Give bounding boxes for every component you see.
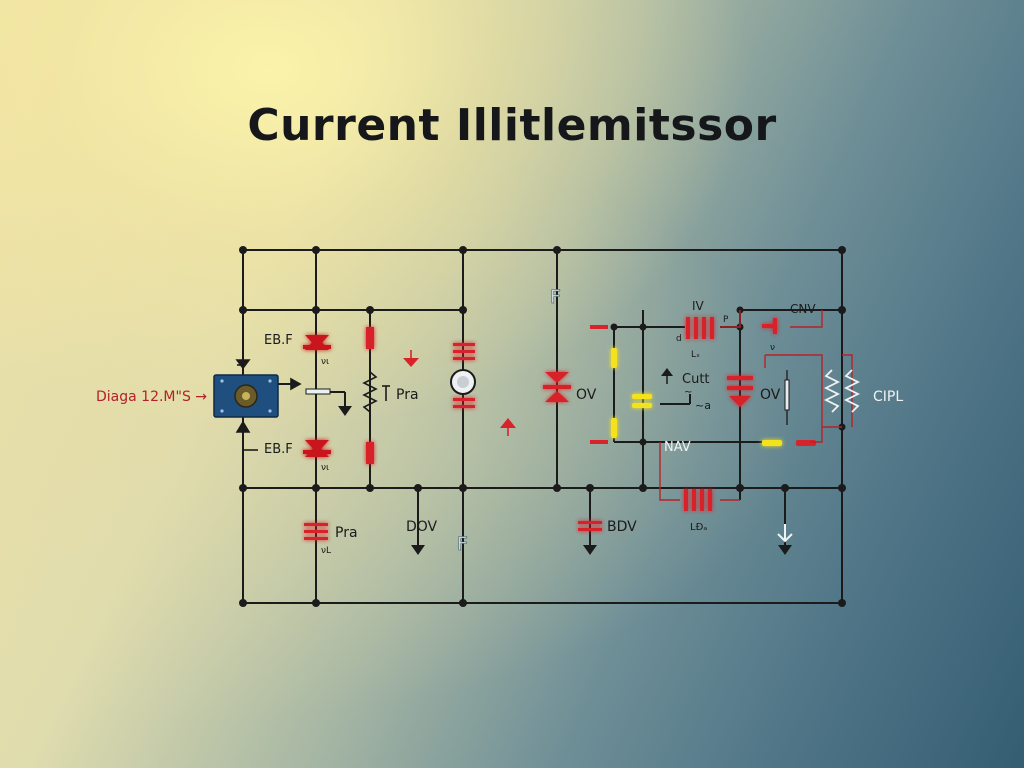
ebf-bottom-label: EB.F [264,442,293,457]
ov-left-label: OV [576,387,597,403]
ov-right-label: OV [760,387,781,403]
up-arrow-cutt [661,368,673,376]
main-wires [242,249,843,604]
vi-label-a: νι [321,357,329,367]
source-label: Diaga 12.M"S → [96,389,207,405]
red-down-arrow [403,358,419,367]
yellow-markers [611,348,782,446]
source-chip [213,374,279,418]
iv-battery [686,317,714,339]
nav-label: NAV [664,440,691,455]
cutt-sub2: ~ [684,387,692,398]
cutt-sub: ~a [695,399,711,412]
pra-low-label: Pra [335,525,358,541]
f-bottom-label: F [457,533,468,555]
dov-arrow [411,545,425,555]
battery-740 [727,376,753,407]
vl-label: νL [321,546,331,556]
small-d-label: d [676,334,682,344]
vi-label-b: νι [321,463,329,473]
ln-label: ıₙ [688,544,689,546]
lamp-bulb [450,369,476,395]
small-v-label: ν [770,343,775,353]
resistor-370 [362,327,378,464]
f-top-label: F [550,286,561,308]
dov-label: DOV [406,519,438,535]
capacitor-stack-463 [453,343,475,408]
ground-symbol [777,524,793,543]
bdv-arrow [583,545,597,555]
slider-element [784,370,790,425]
cnv-label: CNV [790,302,816,316]
ground-arrow [778,545,792,555]
chip-arrows [235,340,302,451]
small-capacitor [305,388,331,395]
pra-symbol [382,385,390,401]
bdv-capacitor [578,521,602,531]
diode-bottom [303,440,331,457]
pra-mid-label: Pra [396,387,419,403]
bdv-label: BDV [607,519,637,535]
cutt-label: Cutt [682,372,710,387]
lr-label: Lₓ [691,350,700,360]
ebf-top-label: EB.F [264,333,293,348]
cipl-label: CIPL [873,389,903,405]
inductor-pair [823,369,861,413]
cnv-capacitor [762,318,777,334]
junction-dots [239,246,846,607]
ld-label: LĐₐ [690,522,707,533]
pra-low-capacitor [304,523,328,540]
diode-top [303,335,331,350]
red-wires [659,310,853,501]
iv-label: IV [692,299,705,313]
battery-557 [543,372,571,402]
lower-battery [684,489,712,511]
red-up-arrow [500,418,516,428]
small-p-label: P [723,315,729,325]
diagram-title: Current Illitlemitssor [247,100,777,151]
down-arrow-small [338,406,352,416]
